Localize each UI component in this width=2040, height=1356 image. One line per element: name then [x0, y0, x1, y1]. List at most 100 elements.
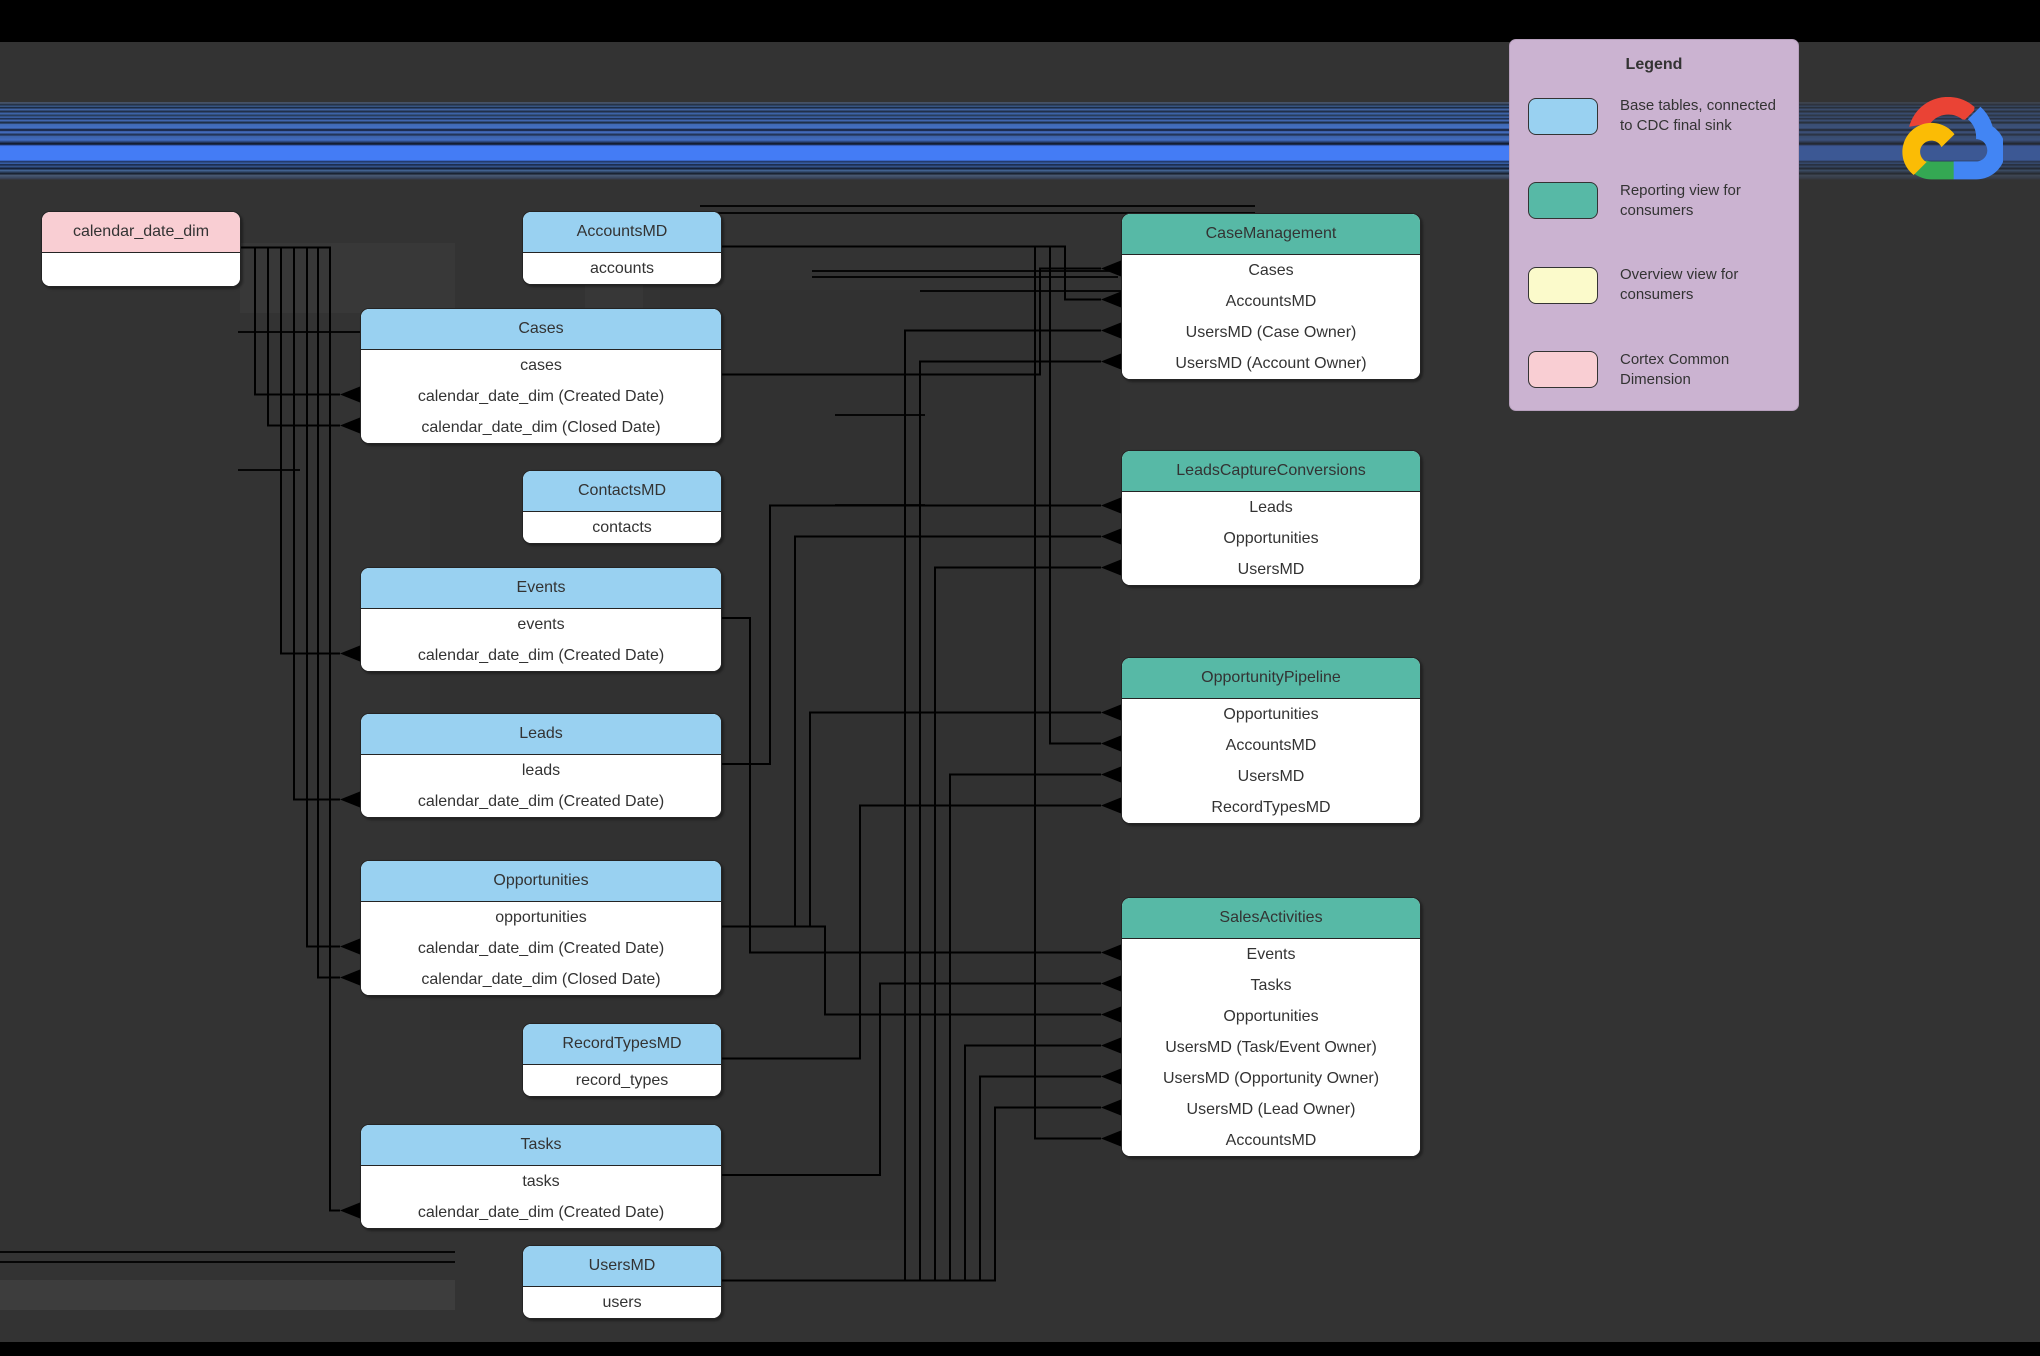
- arrowhead-icon: [1101, 559, 1121, 576]
- arrowhead-icon: [1101, 797, 1121, 814]
- connector-edge: [720, 504, 1101, 765]
- entity-row: AccountsMD: [1122, 1125, 1420, 1156]
- entity-header: Opportunities: [361, 861, 721, 902]
- arrowhead-icon: [1101, 975, 1121, 992]
- arrowhead-icon: [340, 969, 360, 986]
- entity-row: AccountsMD: [1122, 286, 1420, 317]
- entity-header: OpportunityPipeline: [1122, 658, 1420, 699]
- legend-panel: Legend Base tables, connected to CDC fin…: [1509, 39, 1799, 411]
- entity-row: [42, 253, 240, 286]
- arrowhead-icon: [340, 1202, 360, 1219]
- entity-row: calendar_date_dim (Created Date): [361, 933, 721, 964]
- connector-edge: [720, 267, 1101, 376]
- connector-edge: [720, 1106, 1101, 1282]
- arrowhead-icon: [1101, 766, 1121, 783]
- legend-swatch-base-table: [1528, 97, 1598, 135]
- entity-row: UsersMD (Opportunity Owner): [1122, 1063, 1420, 1094]
- arrowhead-icon: [340, 791, 360, 808]
- top-black-bar: [0, 0, 2040, 42]
- entity-row: events: [361, 609, 721, 640]
- connector-edge: [720, 804, 1101, 1060]
- arrowhead-icon: [1101, 322, 1121, 339]
- entity-header: UsersMD: [523, 1246, 721, 1287]
- arrowhead-icon: [1101, 1130, 1121, 1147]
- arrowhead-icon: [340, 386, 360, 403]
- entity-header: Tasks: [361, 1125, 721, 1166]
- background-streak: [0, 1280, 455, 1310]
- google-cloud-logo: [1902, 97, 2003, 180]
- entity-header: Leads: [361, 714, 721, 755]
- entity-row: calendar_date_dim (Created Date): [361, 381, 721, 412]
- entity-row: UsersMD (Lead Owner): [1122, 1094, 1420, 1125]
- legend-item-label: Reporting view for consumers: [1620, 181, 1741, 219]
- entity-row: leads: [361, 755, 721, 786]
- entity-header: Cases: [361, 309, 721, 350]
- connector-edge: [720, 982, 1101, 1176]
- entity-row: accounts: [523, 253, 721, 284]
- entity-row: record_types: [523, 1065, 721, 1096]
- entity-row: Leads: [1122, 492, 1420, 523]
- arrowhead-icon: [1101, 735, 1121, 752]
- entity-header: RecordTypesMD: [523, 1024, 721, 1065]
- legend-swatch-common-dimension: [1528, 351, 1598, 389]
- arrowhead-icon: [1101, 1068, 1121, 1085]
- entity-row: Opportunities: [1122, 1001, 1420, 1032]
- entity-row: opportunities: [361, 902, 721, 933]
- legend-title: Legend: [1625, 56, 1683, 73]
- entity-row: contacts: [523, 512, 721, 543]
- connector-edge: [239, 246, 340, 1212]
- arrowhead-icon: [1101, 704, 1121, 721]
- background-streak: [240, 243, 455, 313]
- entity-row: tasks: [361, 1166, 721, 1197]
- arrowhead-icon: [1101, 1006, 1121, 1023]
- entity-header: LeadsCaptureConversions: [1122, 451, 1420, 492]
- entity-header: AccountsMD: [523, 212, 721, 253]
- entity-row: AccountsMD: [1122, 730, 1420, 761]
- arrowhead-icon: [1101, 353, 1121, 370]
- legend-item: Cortex Common Dimension: [1528, 350, 1780, 391]
- entity-row: UsersMD (Task/Event Owner): [1122, 1032, 1420, 1063]
- entity-row: UsersMD (Account Owner): [1122, 348, 1420, 379]
- entity-row: Opportunities: [1122, 699, 1420, 730]
- entity-row: UsersMD (Case Owner): [1122, 317, 1420, 348]
- legend-items: Base tables, connected to CDC final sink…: [1528, 96, 1780, 390]
- entity-header: CaseManagement: [1122, 214, 1420, 255]
- entity-row: Cases: [1122, 255, 1420, 286]
- entity-row: UsersMD: [1122, 554, 1420, 585]
- entity-row: calendar_date_dim (Closed Date): [361, 964, 721, 995]
- arrowhead-icon: [340, 645, 360, 662]
- entity-calendar_date_dim: calendar_date_dim: [41, 211, 241, 287]
- legend-item: Base tables, connected to CDC final sink: [1528, 96, 1780, 137]
- arrowhead-icon: [1101, 528, 1121, 545]
- arrowhead-icon: [1101, 497, 1121, 514]
- arrowhead-icon: [1101, 1037, 1121, 1054]
- legend-item: Reporting view for consumers: [1528, 181, 1780, 222]
- entity-row: UsersMD: [1122, 761, 1420, 792]
- legend-item-label: Overview view for consumers: [1620, 266, 1739, 304]
- entity-row: Opportunities: [1122, 523, 1420, 554]
- legend-item: Overview view for consumers: [1528, 265, 1780, 306]
- arrowhead-icon: [1101, 944, 1121, 961]
- arrowhead-icon: [340, 938, 360, 955]
- entity-header: SalesActivities: [1122, 898, 1420, 939]
- connector-edge: [720, 617, 1101, 954]
- arrowhead-icon: [1101, 260, 1121, 277]
- legend-swatch-overview-view: [1528, 266, 1598, 304]
- entity-row: Events: [1122, 939, 1420, 970]
- entity-row: calendar_date_dim (Created Date): [361, 640, 721, 671]
- legend-item-label: Cortex Common Dimension: [1620, 350, 1730, 388]
- entity-row: calendar_date_dim (Created Date): [361, 1197, 721, 1228]
- entity-header: Events: [361, 568, 721, 609]
